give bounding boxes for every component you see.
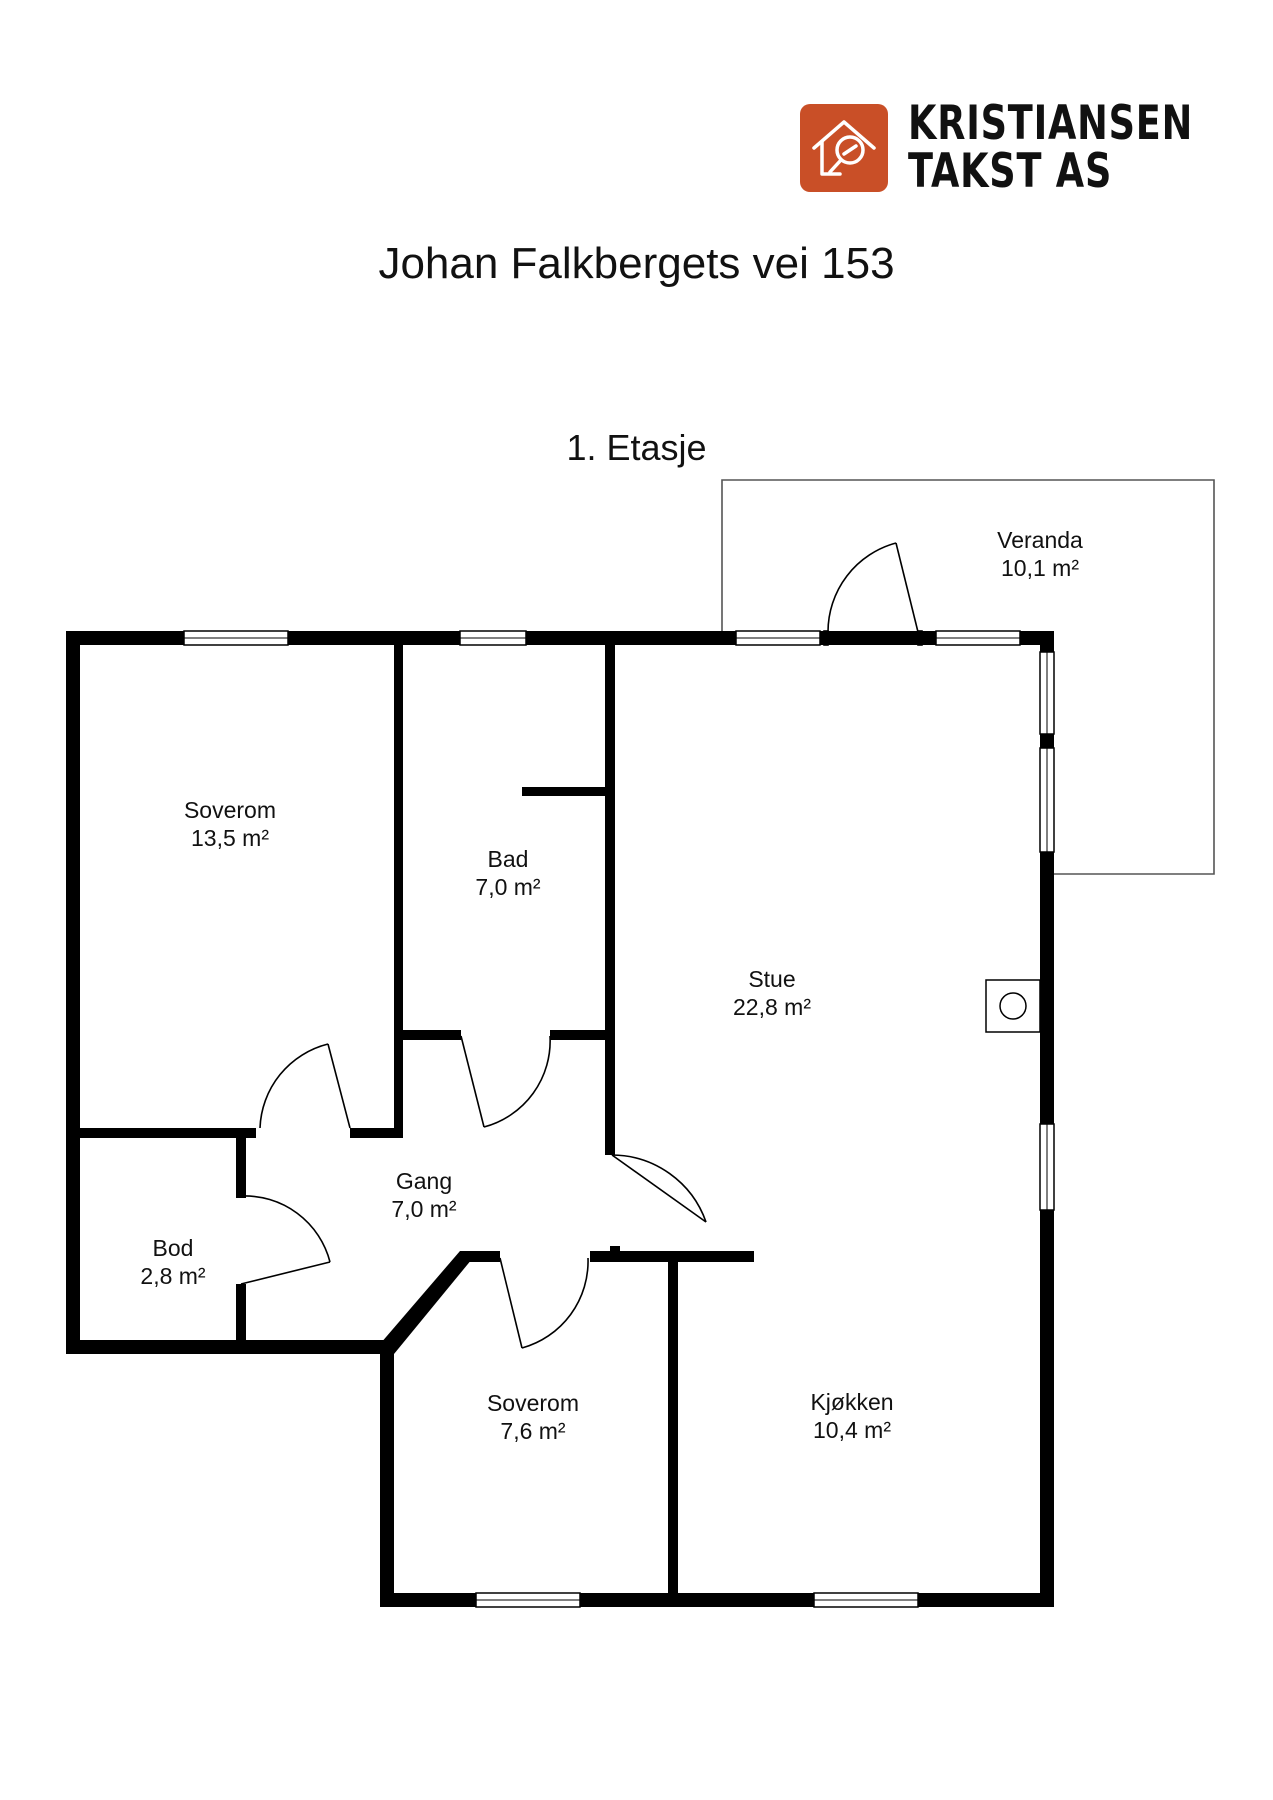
room-label-veranda: Veranda 10,1 m² — [920, 526, 1160, 582]
room-label-bod: Bod 2,8 m² — [53, 1234, 293, 1290]
company-logo: KRISTIANSEN TAKST AS — [800, 100, 1192, 200]
company-name-line2: TAKST AS — [908, 144, 1113, 199]
door-stue — [610, 1154, 707, 1252]
room-area: 10,1 m² — [1001, 555, 1079, 581]
room-area: 22,8 m² — [733, 994, 811, 1020]
room-label-kjokken: Kjøkken 10,4 m² — [732, 1388, 972, 1444]
room-name: Bod — [152, 1235, 194, 1261]
room-label-soverom-small: Soverom 7,6 m² — [413, 1389, 653, 1445]
windows — [183, 630, 1055, 1608]
room-area: 2,8 m² — [140, 1263, 206, 1289]
door-veranda — [823, 542, 923, 646]
room-name: Veranda — [997, 527, 1083, 553]
door-soverom — [259, 1043, 351, 1129]
room-area: 7,0 m² — [391, 1196, 457, 1222]
room-name: Soverom — [183, 797, 277, 823]
doors — [240, 542, 923, 1349]
floor-title: 1. Etasje — [566, 427, 707, 468]
door-soverom-small — [499, 1257, 589, 1349]
room-name: Soverom — [486, 1390, 580, 1416]
room-label-soverom-large: Soverom 13,5 m² — [110, 796, 350, 852]
room-name: Kjøkken — [810, 1389, 894, 1415]
window-glass-lines — [184, 637, 1048, 1601]
room-name: Bad — [487, 846, 529, 872]
room-name: Gang — [395, 1168, 453, 1194]
room-label-stue: Stue 22,8 m² — [652, 965, 892, 1021]
room-label-gang: Gang 7,0 m² — [304, 1167, 544, 1223]
house-magnifier-icon — [800, 104, 888, 192]
room-area: 7,6 m² — [500, 1418, 566, 1444]
door-bad — [460, 1035, 551, 1128]
chimney — [985, 979, 1041, 1033]
exterior-walls — [66, 631, 1054, 1607]
veranda-outline — [721, 479, 1215, 875]
address-title: Johan Falkbergets vei 153 — [378, 239, 895, 288]
room-area: 10,4 m² — [813, 1417, 891, 1443]
interior-walls — [80, 645, 754, 1593]
door-bod — [240, 1195, 331, 1285]
room-name: Stue — [748, 966, 796, 992]
room-area: 13,5 m² — [191, 825, 269, 851]
room-area: 7,0 m² — [475, 874, 541, 900]
room-label-bad: Bad 7,0 m² — [388, 845, 628, 901]
